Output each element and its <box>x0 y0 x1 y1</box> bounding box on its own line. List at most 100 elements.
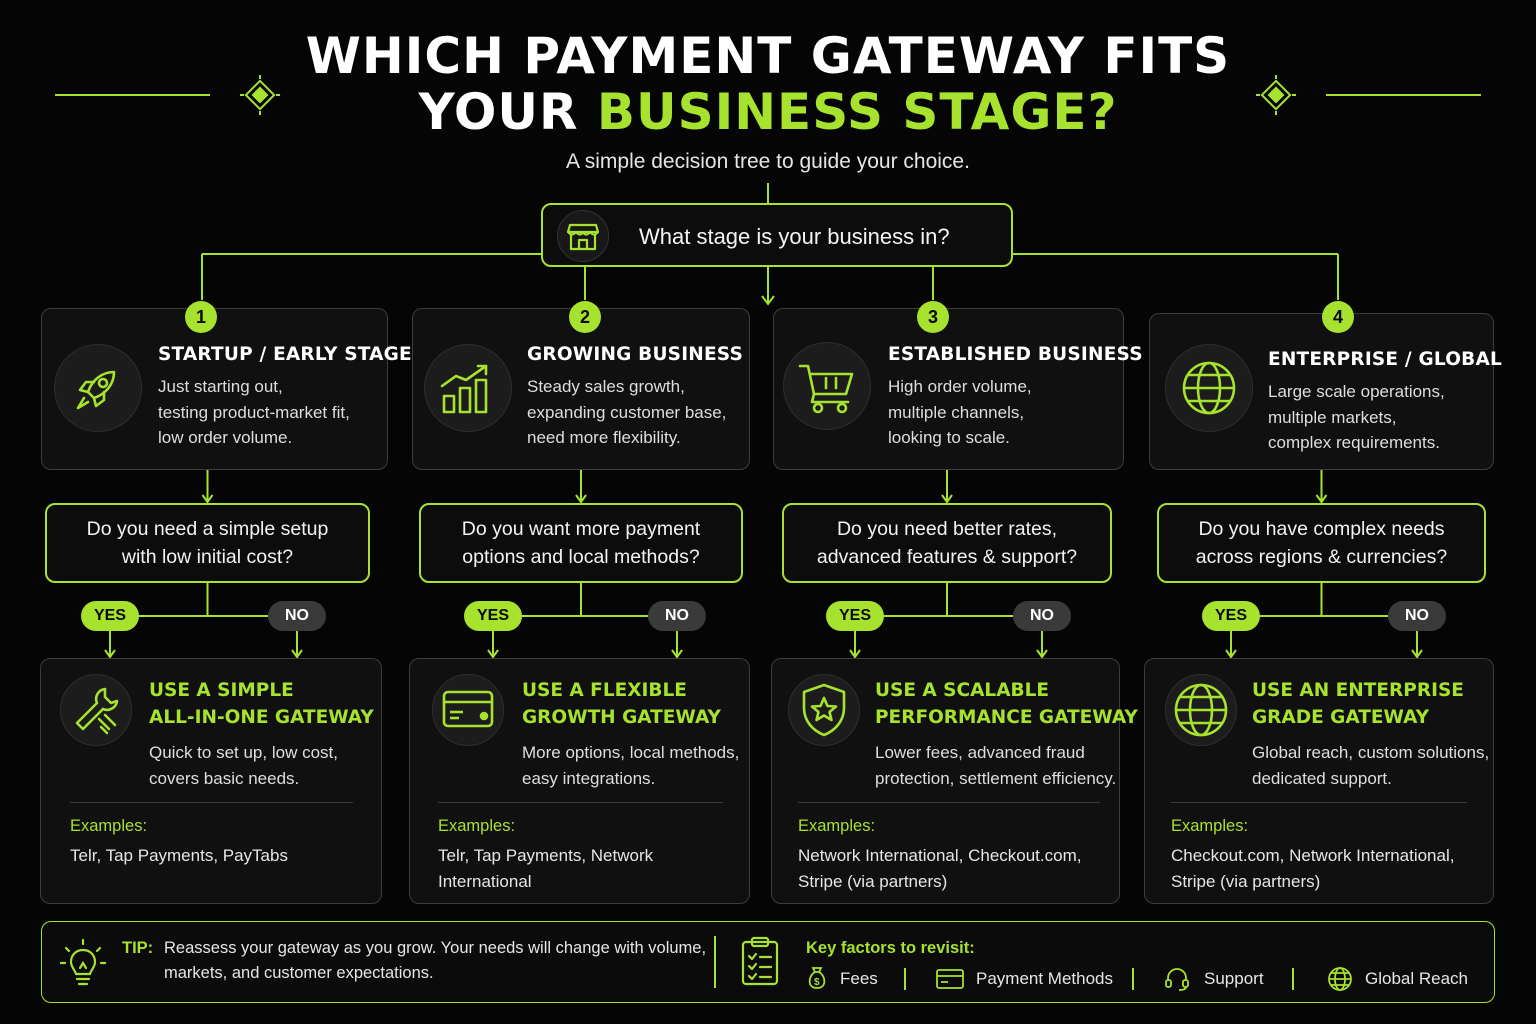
examples-label: Examples: <box>1171 817 1249 835</box>
card-divider <box>438 802 723 803</box>
factor-sep <box>1292 968 1294 990</box>
card-divider <box>798 802 1100 803</box>
no-branch-label: NO <box>268 601 326 631</box>
stage-title: GROWING BUSINESS <box>527 344 744 365</box>
card-divider <box>70 802 353 803</box>
factor-fees: Fees <box>840 969 878 988</box>
shield-star-icon <box>788 674 860 746</box>
examples-text: Stripe (via partners) <box>1171 871 1321 891</box>
lightbulb-icon <box>59 938 107 993</box>
stage-number-badge: 2 <box>569 301 601 333</box>
stage-description: Steady sales growth, <box>527 377 685 396</box>
recommendation-description: easy integrations. <box>522 768 656 788</box>
no-branch-label: NO <box>1388 601 1446 631</box>
stage-number-badge: 1 <box>185 301 217 333</box>
recommendation-description: Quick to set up, low cost, <box>149 743 338 762</box>
recommendation-title: PERFORMANCE GATEWAY <box>875 707 1138 728</box>
page-title-line2: YOUR BUSINESS STAGE? <box>0 84 1536 140</box>
page-subtitle: A simple decision tree to guide your cho… <box>566 150 970 173</box>
tip-divider <box>714 936 716 988</box>
credit-card-icon <box>432 674 504 746</box>
factor-global-reach: Global Reach <box>1365 969 1469 988</box>
recommendation-title: USE A FLEXIBLE <box>522 680 687 701</box>
stage-title: ENTERPRISE / GLOBAL <box>1268 349 1502 370</box>
examples-text: Network International, Checkout.com, <box>798 846 1082 865</box>
stage-description: expanding customer base, <box>527 402 727 422</box>
examples-text: Stripe (via partners) <box>798 871 948 891</box>
shopping-cart-icon <box>783 342 871 430</box>
root-question-box: What stage is your business in? <box>541 203 1013 267</box>
stage-description: multiple markets, <box>1268 407 1397 427</box>
factor-sep <box>904 968 906 990</box>
title-accent-part: BUSINESS STAGE? <box>596 83 1118 141</box>
recommendation-description: Lower fees, advanced fraud <box>875 743 1085 762</box>
clipboard-checklist-icon <box>740 936 780 991</box>
examples-label: Examples: <box>70 817 148 835</box>
stage-description: need more flexibility. <box>527 428 681 447</box>
stage-title: ESTABLISHED BUSINESS <box>888 344 1143 365</box>
tip-text: Reassess your gateway as you grow. Your … <box>164 936 706 986</box>
money-bag-icon: $ <box>806 966 828 995</box>
stage-description: looking to scale. <box>888 428 1010 447</box>
no-branch-label: NO <box>648 601 706 631</box>
recommendation-title: GRADE GATEWAY <box>1252 707 1430 728</box>
examples-text: International <box>438 871 532 891</box>
question-line: options and local methods? <box>462 546 700 568</box>
recommendation-description: Global reach, custom solutions, <box>1252 743 1490 762</box>
examples-text: Telr, Tap Payments, Network <box>438 846 654 865</box>
rocket-icon <box>54 344 142 432</box>
title-white-part: YOUR <box>418 83 597 141</box>
recommendation-title: USE AN ENTERPRISE <box>1252 680 1464 701</box>
tip-text-line: Reassess your gateway as you grow. Your … <box>164 939 707 957</box>
diamond-ornament-icon <box>240 75 1296 115</box>
tip-text-line: markets, and customer expectations. <box>164 964 434 982</box>
decision-question: Do you need better rates, advanced featur… <box>782 503 1112 583</box>
yes-branch-label: YES <box>81 601 139 631</box>
question-line: advanced features & support? <box>816 546 1078 568</box>
stage-description: multiple channels, <box>888 402 1025 422</box>
recommendation-title: USE A SIMPLE <box>149 680 294 701</box>
storefront-icon <box>557 210 609 262</box>
wrench-plug-icon <box>60 674 132 746</box>
question-line: Do you need better rates, <box>836 518 1058 540</box>
yes-branch-label: YES <box>826 601 884 631</box>
no-branch-label: NO <box>1013 601 1071 631</box>
stage-number-badge: 3 <box>917 301 949 333</box>
card-icon <box>936 968 964 995</box>
tip-label: TIP: <box>122 939 154 957</box>
yes-branch-label: YES <box>464 601 522 631</box>
globe-icon <box>1165 344 1253 432</box>
stage-title: STARTUP / EARLY STAGE <box>158 344 412 365</box>
recommendation-title: USE A SCALABLE <box>875 680 1050 701</box>
examples-label: Examples: <box>798 817 876 835</box>
decision-question: Do you want more payment options and loca… <box>419 503 743 583</box>
globe-icon <box>1165 674 1237 746</box>
examples-text: Telr, Tap Payments, PayTabs <box>70 846 288 865</box>
decision-question: Do you need a simple setup with low initi… <box>45 503 370 583</box>
stage-description: Just starting out, <box>158 377 283 396</box>
yes-branch-label: YES <box>1202 601 1260 631</box>
page-title-line1: WHICH PAYMENT GATEWAY FITS <box>305 27 1231 85</box>
examples-label: Examples: <box>438 817 516 835</box>
question-line: Do you need a simple setup <box>86 518 329 540</box>
root-question-text: What stage is your business in? <box>639 224 950 249</box>
card-divider <box>1171 802 1467 803</box>
svg-text:$: $ <box>814 977 820 988</box>
globe-icon <box>1327 966 1353 997</box>
recommendation-title: GROWTH GATEWAY <box>522 707 721 728</box>
headset-icon <box>1164 966 1190 997</box>
recommendation-description: protection, settlement efficiency. <box>875 768 1117 788</box>
tip-bar: TIP: Reassess your gateway as you grow. … <box>41 921 1495 1003</box>
key-factors-label: Key factors to revisit: <box>806 939 975 957</box>
recommendation-description: covers basic needs. <box>149 768 300 788</box>
question-line: with low initial cost? <box>121 546 294 568</box>
question-line: Do you have complex needs <box>1198 518 1445 540</box>
stage-description: complex requirements. <box>1268 433 1440 452</box>
factor-sep <box>1132 968 1134 990</box>
factor-payment-methods: Payment Methods <box>976 969 1114 988</box>
question-line: Do you want more payment <box>461 518 701 540</box>
factor-support: Support <box>1204 969 1264 988</box>
growth-chart-icon <box>424 344 512 432</box>
